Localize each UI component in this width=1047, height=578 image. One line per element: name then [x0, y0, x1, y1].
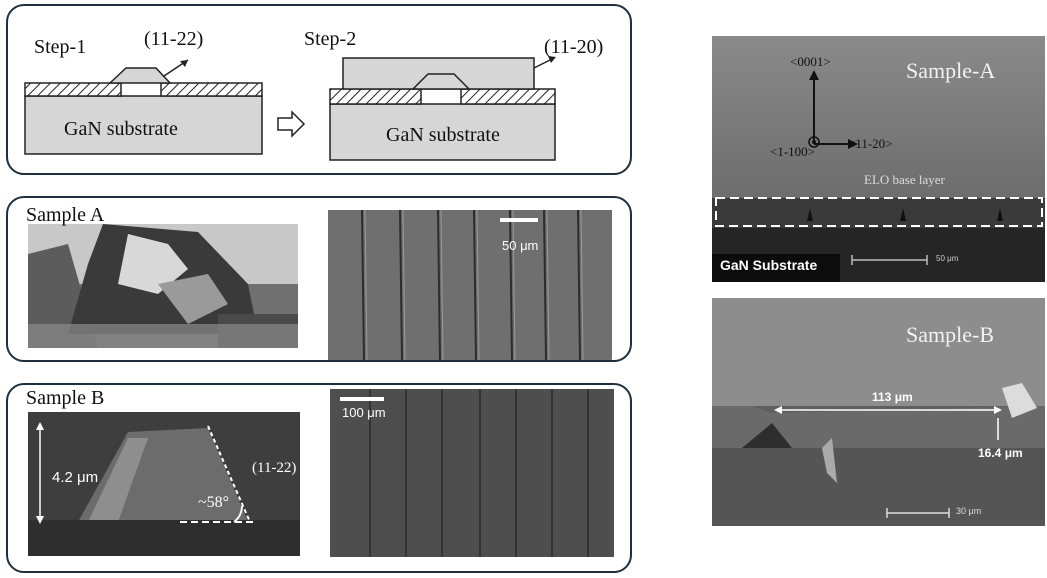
plane-1122-label: (11-22) — [144, 28, 204, 50]
sample-b-cross-section-image: 4.2 μm (11-22) ~58° — [28, 412, 300, 556]
sample-b-title: Sample B — [26, 387, 105, 409]
right-sample-a-image: Sample-A <0001> <1-100> <11-20> ELO base… — [712, 36, 1045, 282]
sample-a-title: Sample A — [26, 204, 105, 226]
mask-left-2 — [329, 88, 422, 105]
sample-b-panel: Sample B 4.2 μm (11-22) ~58° — [6, 383, 632, 573]
direction-1100-label: <1-100> — [770, 144, 815, 159]
sample-a-panel: Sample A — [6, 196, 632, 362]
direction-0001-label: <0001> — [790, 54, 831, 69]
width-label: 113 μm — [872, 390, 913, 404]
gan-substrate-label: GaN Substrate — [720, 257, 818, 273]
mask-left-1 — [24, 82, 122, 97]
sample-a-scale-label: 50 μm — [502, 238, 539, 253]
elo-layer-label: ELO base layer — [864, 172, 945, 187]
schematic-panel: Step-1 Step-2 (11-22) (11-20) GaN substr… — [6, 4, 632, 175]
right-sample-b-scale-label: 30 μm — [956, 506, 982, 516]
right-sample-a-title: Sample-A — [906, 58, 996, 83]
sample-b-angle-label: ~58° — [198, 494, 230, 511]
scale-bar — [340, 397, 384, 401]
plane-1120-label: (11-20) — [544, 36, 604, 58]
step2-label: Step-2 — [304, 28, 357, 50]
right-sample-b-image: Sample-B 113 μm 16.4 μm 30 μm — [712, 298, 1045, 526]
schematic-drawing — [24, 56, 556, 161]
substrate-2 — [329, 103, 556, 161]
mask-right-2 — [460, 88, 556, 105]
right-sample-b-title: Sample-B — [906, 322, 994, 347]
sample-b-height-label: 4.2 μm — [52, 469, 99, 486]
sample-b-top-view-image: 100 μm — [330, 389, 614, 557]
step-arrow — [277, 110, 306, 138]
step1-label: Step-1 — [34, 36, 87, 58]
sample-a-top-view-image: 50 μm — [328, 210, 612, 360]
height-label: 16.4 μm — [978, 446, 1023, 460]
mask-right-1 — [160, 82, 263, 97]
sample-a-cross-section-image — [28, 224, 298, 348]
substrate-label-1: GaN substrate — [64, 118, 178, 140]
substrate-1 — [24, 95, 263, 155]
sample-b-plane-label: (11-22) — [252, 460, 297, 476]
substrate-label-2: GaN substrate — [386, 124, 500, 146]
scale-bar — [500, 218, 538, 222]
sample-b-scale-label: 100 μm — [342, 405, 386, 420]
right-sample-a-scale-label: 50 μm — [936, 254, 959, 263]
direction-1120-label: <11-20> — [848, 136, 893, 151]
trapezoid-seed-1 — [108, 67, 172, 84]
